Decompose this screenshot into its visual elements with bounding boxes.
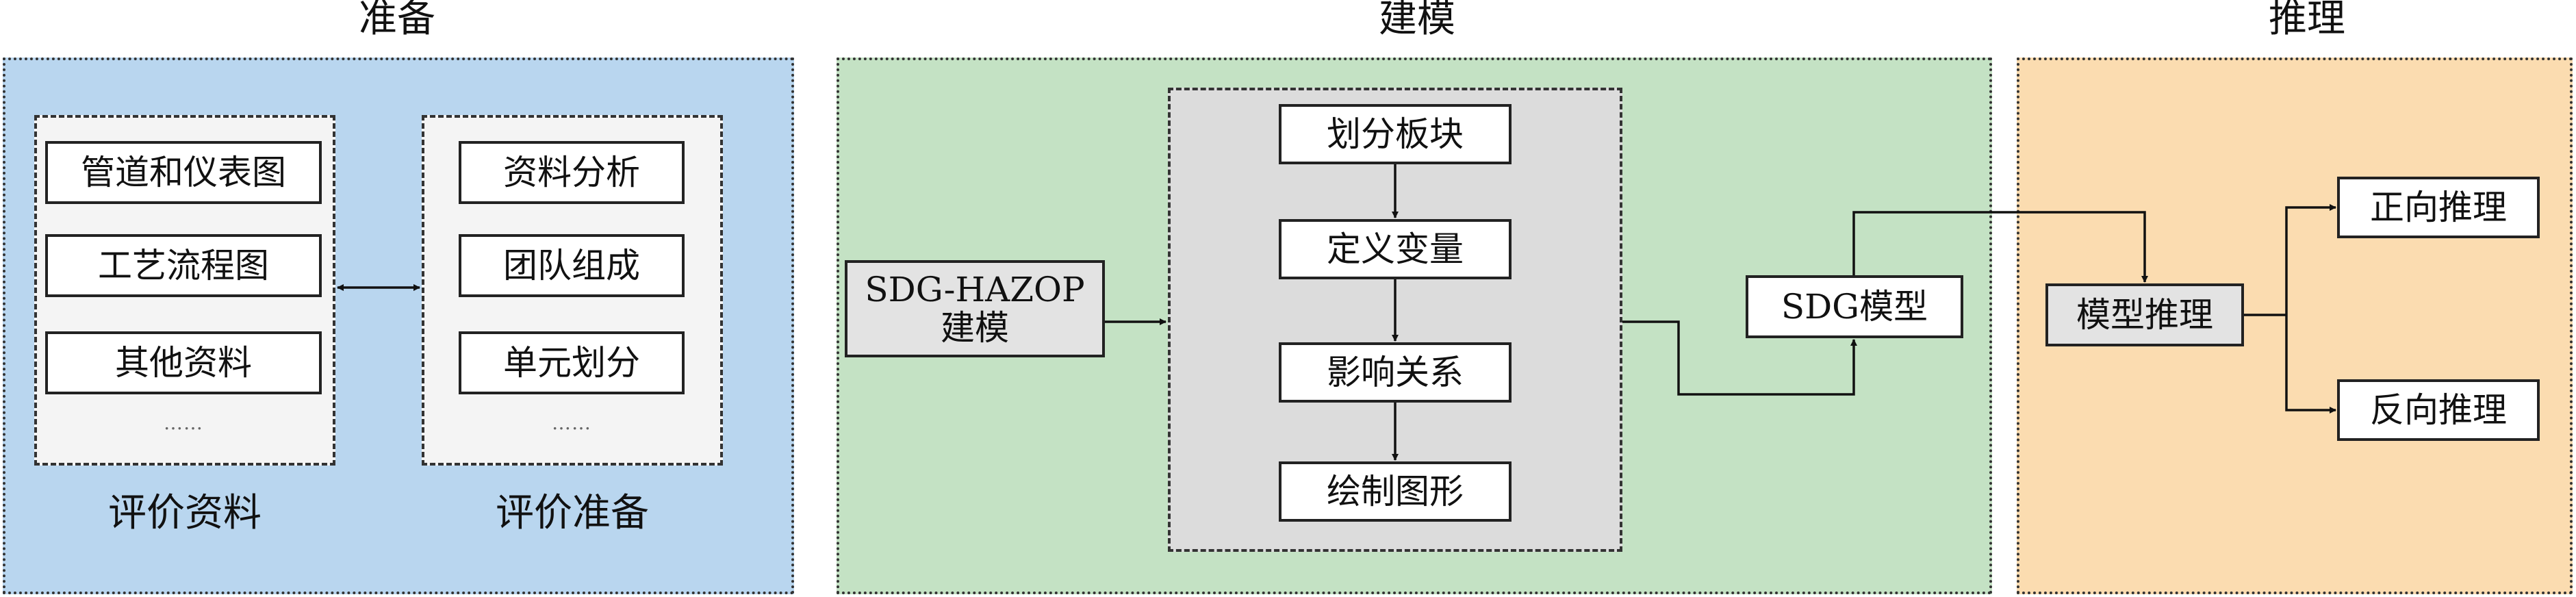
- to-forward-reasoning-arrow: [2285, 204, 2336, 315]
- sdg-hazop-label: SDG-HAZOP: [865, 270, 1085, 309]
- other-materials-label: 其他资料: [115, 343, 252, 383]
- backward-reasoning-label: 反向推理: [2370, 390, 2507, 430]
- backward-reasoning-box: 反向推理: [2337, 379, 2540, 441]
- pid-diagram-box: 管道和仪表图: [45, 141, 322, 204]
- evaluation-prep-caption: 评价准备: [496, 491, 649, 535]
- left-group-ellipsis: ……: [164, 411, 203, 434]
- influence-relations-label: 影响关系: [1327, 353, 1464, 392]
- process-flow-box: 工艺流程图: [45, 234, 322, 297]
- section-title-reason: 推理: [2269, 0, 2345, 41]
- divide-blocks-label: 划分板块: [1327, 114, 1464, 154]
- model-reasoning-label: 模型推理: [2076, 295, 2213, 335]
- unit-division-box: 单元划分: [459, 331, 685, 394]
- data-analysis-box: 资料分析: [459, 141, 685, 204]
- data-analysis-label: 资料分析: [503, 153, 640, 192]
- team-formation-label: 团队组成: [503, 246, 640, 285]
- evaluation-materials-caption: 评价资料: [108, 491, 262, 535]
- sdg-hazop-modeling-box: SDG-HAZOP 建模: [845, 260, 1105, 357]
- sdg-model-label: SDG模型: [1781, 287, 1928, 327]
- draw-graph-label: 绘制图形: [1327, 472, 1464, 511]
- section-title-model: 建模: [1379, 0, 1455, 41]
- define-variables-box: 定义变量: [1279, 219, 1512, 279]
- right-group-ellipsis: ……: [552, 411, 591, 434]
- to-backward-reasoning-arrow: [2285, 315, 2336, 414]
- model-reasoning-box: 模型推理: [2045, 283, 2244, 346]
- divide-blocks-box: 划分板块: [1279, 104, 1512, 164]
- pid-diagram-label: 管道和仪表图: [81, 153, 286, 192]
- modeling-label: 建模: [940, 308, 1009, 348]
- other-materials-box: 其他资料: [45, 331, 322, 394]
- define-variables-label: 定义变量: [1327, 229, 1464, 269]
- sdg-model-to-reasoning-arrow: [1852, 211, 2148, 283]
- team-formation-box: 团队组成: [459, 234, 685, 297]
- forward-reasoning-label: 正向推理: [2370, 188, 2507, 227]
- sdg-model-box: SDG模型: [1746, 275, 1963, 338]
- process-flow-label: 工艺流程图: [98, 246, 269, 285]
- influence-relations-box: 影响关系: [1279, 342, 1512, 403]
- draw-graph-box: 绘制图形: [1279, 461, 1512, 522]
- unit-division-label: 单元划分: [503, 343, 640, 383]
- section-title-prep: 准备: [359, 0, 435, 41]
- steps-to-sdg-model-arrow: [1622, 320, 1857, 396]
- forward-reasoning-box: 正向推理: [2337, 177, 2540, 238]
